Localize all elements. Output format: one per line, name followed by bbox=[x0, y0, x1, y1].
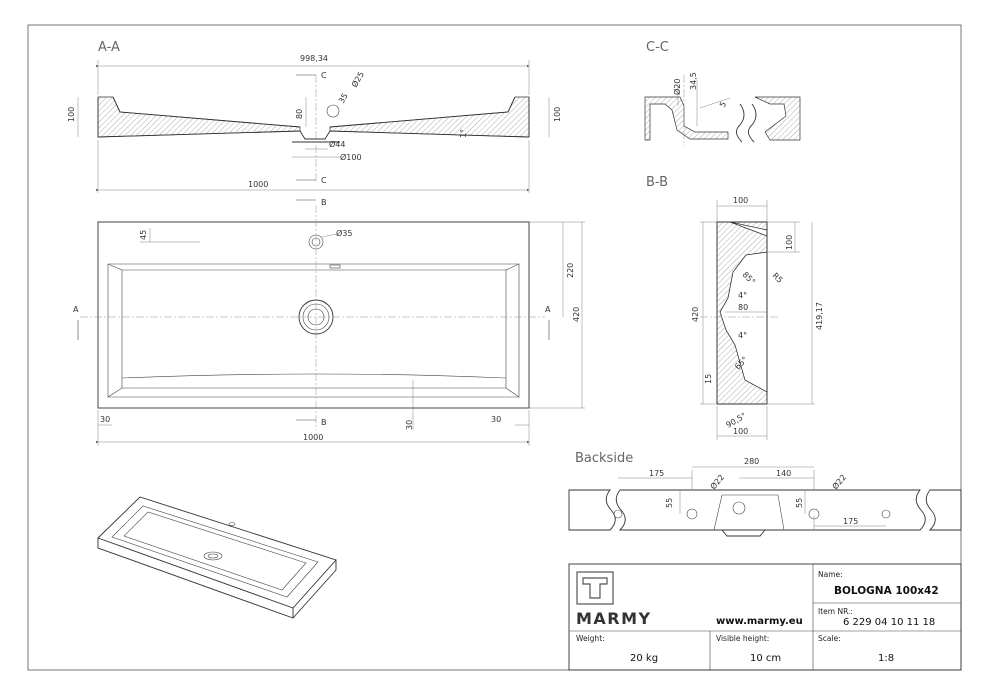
section-aa-view: A-A 998,34 C C Ø25 35 100 100 80 1° Ø44 bbox=[67, 40, 562, 193]
plan-dim-30-right: 30 bbox=[491, 415, 501, 424]
bb-dim-radius: R5 bbox=[771, 271, 785, 285]
bb-dim-height-left: 420 bbox=[691, 307, 700, 322]
cc-right-profile bbox=[754, 96, 801, 141]
weight-label: Weight: bbox=[576, 634, 605, 643]
bb-dim-height-right: 419,17 bbox=[815, 302, 824, 330]
aa-hole-dia: Ø25 bbox=[349, 70, 366, 89]
name-label: Name: bbox=[818, 570, 843, 579]
backside-dim-175-bottom: 175 bbox=[843, 517, 858, 526]
plan-section-a-left: A bbox=[73, 305, 79, 314]
aa-right-wall bbox=[329, 96, 530, 138]
aa-depth: 80 bbox=[295, 109, 304, 119]
backside-dim-175: 175 bbox=[649, 469, 664, 478]
aa-hole-dia2: 35 bbox=[337, 92, 350, 105]
aa-drain-dia: Ø44 bbox=[329, 139, 345, 149]
plan-section-b-bottom: B bbox=[321, 418, 327, 427]
scale-value: 1:8 bbox=[878, 653, 894, 664]
visible-height-label: Visible height: bbox=[716, 634, 769, 643]
bb-dim-bottom15: 15 bbox=[704, 374, 713, 384]
bb-dim-bottom: 100 bbox=[733, 427, 748, 436]
item-value: 6 229 04 10 11 18 bbox=[843, 617, 935, 628]
aa-total-width: 1000 bbox=[248, 180, 268, 189]
aa-height-left: 100 bbox=[67, 107, 76, 122]
bb-dim-top: 100 bbox=[733, 196, 748, 205]
backside-dim-55-left: 55 bbox=[665, 498, 674, 508]
plan-dim-30-left: 30 bbox=[100, 415, 110, 424]
aa-section-c-bottom: C bbox=[321, 176, 327, 185]
aa-section-c-top: C bbox=[321, 71, 327, 80]
plan-view: Ø35 B B A A 45 220 420 30 30 bbox=[73, 198, 585, 446]
backside-dim-140: 140 bbox=[776, 469, 791, 478]
aa-left-wall bbox=[97, 96, 301, 138]
plan-dim-30-mid: 30 bbox=[405, 420, 414, 430]
plan-dim-420: 420 bbox=[572, 307, 581, 322]
sheet-border bbox=[27, 24, 962, 671]
bb-dim-angle3: 4° bbox=[738, 331, 747, 340]
aa-slope: 1° bbox=[459, 129, 468, 138]
plan-section-a-right: A bbox=[545, 305, 551, 314]
backside-dim-55-right: 55 bbox=[795, 498, 804, 508]
weight-value: 20 kg bbox=[630, 653, 658, 664]
cc-left-profile bbox=[644, 96, 729, 141]
aa-drain-outer: Ø100 bbox=[340, 152, 362, 162]
plan-dim-45: 45 bbox=[139, 230, 148, 240]
plan-hole-dia: Ø35 bbox=[336, 228, 352, 238]
item-label: Item NR.: bbox=[818, 607, 853, 616]
plan-total-width: 1000 bbox=[303, 433, 323, 442]
bb-dim-right-h: 100 bbox=[785, 235, 794, 250]
section-cc-title: C-C bbox=[646, 40, 669, 55]
backside-dia-left: Ø22 bbox=[708, 472, 726, 491]
section-bb-title: B-B bbox=[646, 175, 668, 190]
backside-view: Backside 280 175 140 Ø22 Ø22 55 55 175 bbox=[568, 451, 962, 537]
section-aa-title: A-A bbox=[98, 40, 120, 55]
brand-name: MARMY bbox=[576, 609, 652, 628]
backside-dim-280: 280 bbox=[744, 457, 759, 466]
website-link: www.marmy.eu bbox=[716, 616, 803, 627]
title-block: MARMY www.marmy.eu Name: BOLOGNA 100x42 … bbox=[568, 563, 962, 671]
section-bb-view: B-B 100 100 R5 85° 4° 80 4° 65° 420 419,… bbox=[646, 175, 824, 440]
backside-title: Backside bbox=[575, 451, 633, 466]
isometric-view bbox=[97, 496, 337, 619]
marmy-logo-icon bbox=[576, 571, 614, 605]
visible-height-value: 10 cm bbox=[750, 653, 781, 664]
plan-dim-220: 220 bbox=[566, 263, 575, 278]
backside-dia-right: Ø22 bbox=[830, 472, 848, 491]
aa-top-width-dim: 998,34 bbox=[300, 54, 328, 63]
cc-dim-d1: Ø20 bbox=[672, 79, 682, 95]
cc-dim-d2: 34,5 bbox=[689, 72, 698, 90]
cc-dim-d3: 5 bbox=[718, 100, 728, 109]
bb-dim-width80: 80 bbox=[738, 303, 748, 312]
aa-height-right: 100 bbox=[553, 107, 562, 122]
name-value: BOLOGNA 100x42 bbox=[834, 585, 939, 597]
section-cc-view: C-C Ø20 34,5 5 bbox=[644, 40, 801, 146]
bb-dim-angle2: 4° bbox=[738, 291, 747, 300]
plan-section-b-top: B bbox=[321, 198, 327, 207]
scale-label: Scale: bbox=[818, 634, 841, 643]
